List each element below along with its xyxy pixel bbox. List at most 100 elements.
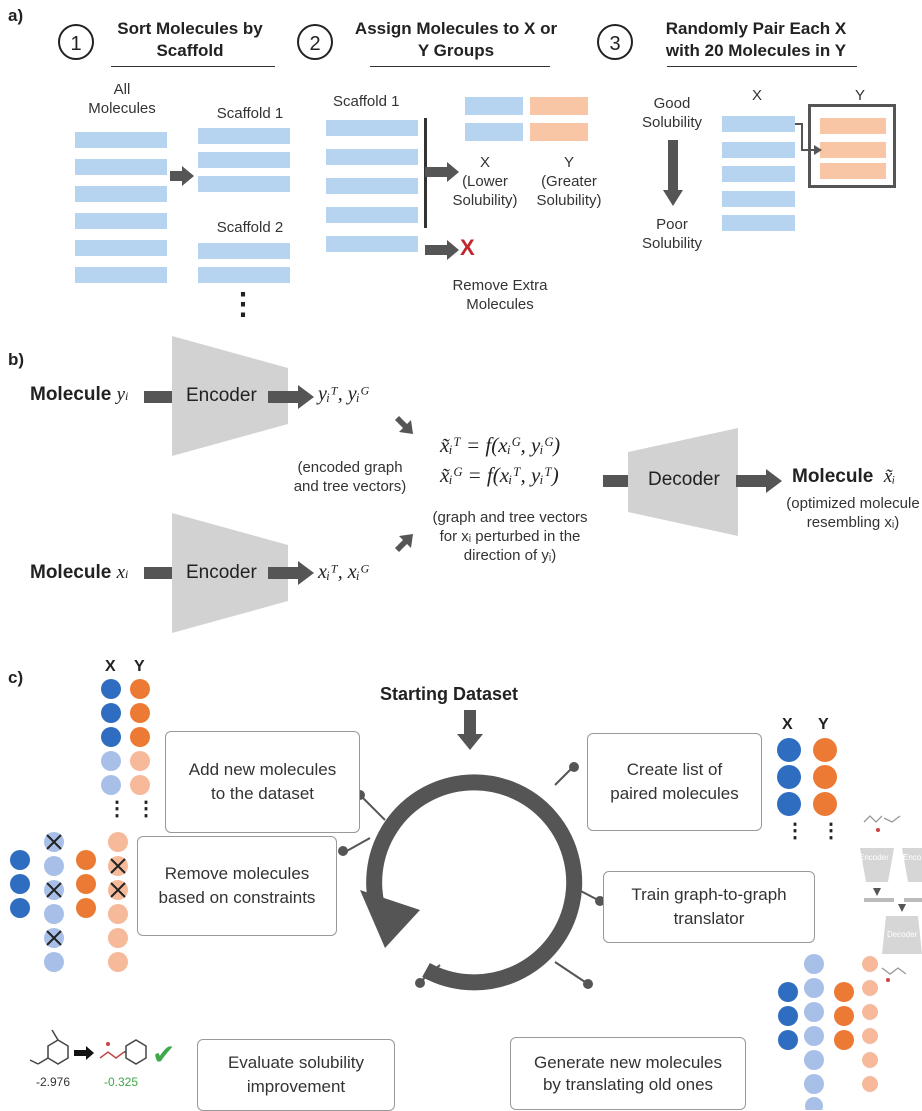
remove-cross-icon: X — [460, 235, 475, 260]
y-column-label: Y — [818, 716, 829, 733]
filtered-dot-columns — [10, 832, 128, 972]
checkmark-icon: ✔ — [152, 1039, 176, 1070]
box-remove-molecules: Remove molecules based on constraints — [137, 836, 337, 936]
x-column-label: X — [782, 716, 793, 733]
y-molecule-bar — [820, 118, 886, 134]
box-train-translator: Train graph-to-graph translator — [603, 871, 815, 943]
mini-encoder-label: Enco — [903, 853, 922, 862]
arrow-right-icon — [170, 166, 194, 186]
molecule-bar — [198, 243, 290, 259]
dot-columns-top-right — [777, 738, 837, 816]
box-create-pairs: Create list of paired molecules — [587, 733, 762, 831]
encoder-top-label: Encoder — [186, 385, 257, 406]
encoder-trapezoid — [172, 513, 288, 633]
score-after: -0.325 — [104, 1075, 139, 1089]
connector-dot — [415, 978, 425, 988]
mini-model-diagram — [860, 815, 922, 982]
step-1-underline — [111, 66, 275, 67]
optimized-molecule-output: Molecule x̃ᵢ — [792, 466, 896, 487]
arrow-right-icon — [425, 162, 459, 182]
molecule-structures — [29, 1029, 147, 1065]
molecule-bar — [75, 213, 167, 229]
mini-decoder-label: Decoder — [887, 930, 918, 939]
arrow-right-icon — [736, 469, 782, 493]
molecule-bar — [75, 186, 167, 202]
scaffold-1-label: Scaffold 1 — [216, 105, 284, 122]
molecule-bar — [75, 240, 167, 256]
connector-dot — [569, 762, 579, 772]
arrow-right-icon — [425, 240, 459, 260]
molecule-bar — [326, 207, 418, 223]
molecule-bar — [198, 176, 290, 192]
connector-dot — [338, 846, 348, 856]
ellipsis: ⋮ — [136, 798, 156, 820]
molecule-bar — [198, 128, 290, 144]
x-molecule-bar — [722, 191, 795, 207]
y-molecule-bar — [820, 142, 886, 158]
ellipsis: ⋮ — [785, 820, 805, 842]
perturbation-equations: x̃ᵢᵀ = f(xᵢᴳ, yᵢᴳ)x̃ᵢᴳ = f(xᵢᵀ, yᵢᵀ) — [440, 433, 561, 487]
y-molecule-bar — [530, 97, 588, 115]
y-column-label: Y — [134, 658, 145, 675]
starting-dataset-label: Starting Dataset — [380, 684, 519, 704]
molecule-bar — [326, 120, 418, 136]
step-1-number: 1 — [58, 24, 94, 60]
score-before: -2.976 — [36, 1075, 71, 1089]
paired-y-box — [808, 104, 896, 188]
step-2-number: 2 — [297, 24, 333, 60]
ellipsis: ⋮ — [821, 820, 841, 842]
x-molecule-bar — [465, 97, 523, 115]
box-add-molecules: Add new molecules to the dataset — [165, 731, 360, 833]
panel-c-label: c) — [8, 668, 24, 687]
dot-columns-bottom-right — [778, 954, 878, 1110]
pair-connector-icon — [795, 123, 822, 155]
arrow-diagonal-down-icon — [395, 416, 413, 434]
molecule-bar — [326, 236, 418, 252]
panel-a-label: a) — [8, 6, 24, 25]
molecule-x-input: Molecule xi — [30, 562, 129, 583]
molecule-bar — [198, 152, 290, 168]
y-tree-graph-vectors: yᵢᵀ, yᵢᴳ — [318, 383, 369, 405]
box-evaluate-solubility: Evaluate solubility improvement — [197, 1039, 395, 1111]
arrow-right-icon — [268, 561, 314, 585]
cycle-ring — [344, 767, 599, 991]
dot-columns-top-left — [101, 679, 150, 795]
connector-dot — [355, 790, 365, 800]
ellipsis: ⋮ — [107, 798, 127, 820]
panel-b-label: b) — [8, 350, 25, 369]
x-column-label: X — [751, 87, 762, 104]
box-generate-molecules: Generate new molecules by translating ol… — [510, 1037, 746, 1110]
scaffold-1-label: Scaffold 1 — [333, 93, 400, 110]
molecule-bar — [75, 267, 167, 283]
arrow-diagonal-up-icon — [395, 534, 413, 552]
molecule-bar — [75, 132, 167, 148]
scaffold-2-label: Scaffold 2 — [216, 219, 284, 236]
decoder-trapezoid — [628, 428, 738, 536]
y-molecule-bar — [530, 123, 588, 141]
y-column-label: Y — [854, 87, 865, 104]
molecule-bar — [198, 267, 290, 283]
x-molecule-bar — [722, 166, 795, 182]
x-molecule-bar — [722, 116, 795, 132]
molecule-y-input: Molecule yi — [30, 384, 129, 405]
step-3-underline — [667, 66, 857, 67]
decoder-label: Decoder — [648, 469, 720, 490]
molecule-bar — [326, 178, 418, 194]
more-scaffolds-ellipsis: ⋮ — [228, 288, 258, 321]
arrow-right-icon — [268, 385, 314, 409]
step-3-number: 3 — [597, 24, 633, 60]
x-column-label: X — [105, 658, 116, 675]
molecule-bar — [75, 159, 167, 175]
molecule-bar — [326, 149, 418, 165]
mini-encoder-label: Encoder — [859, 853, 889, 862]
x-molecule-bar — [722, 142, 795, 158]
